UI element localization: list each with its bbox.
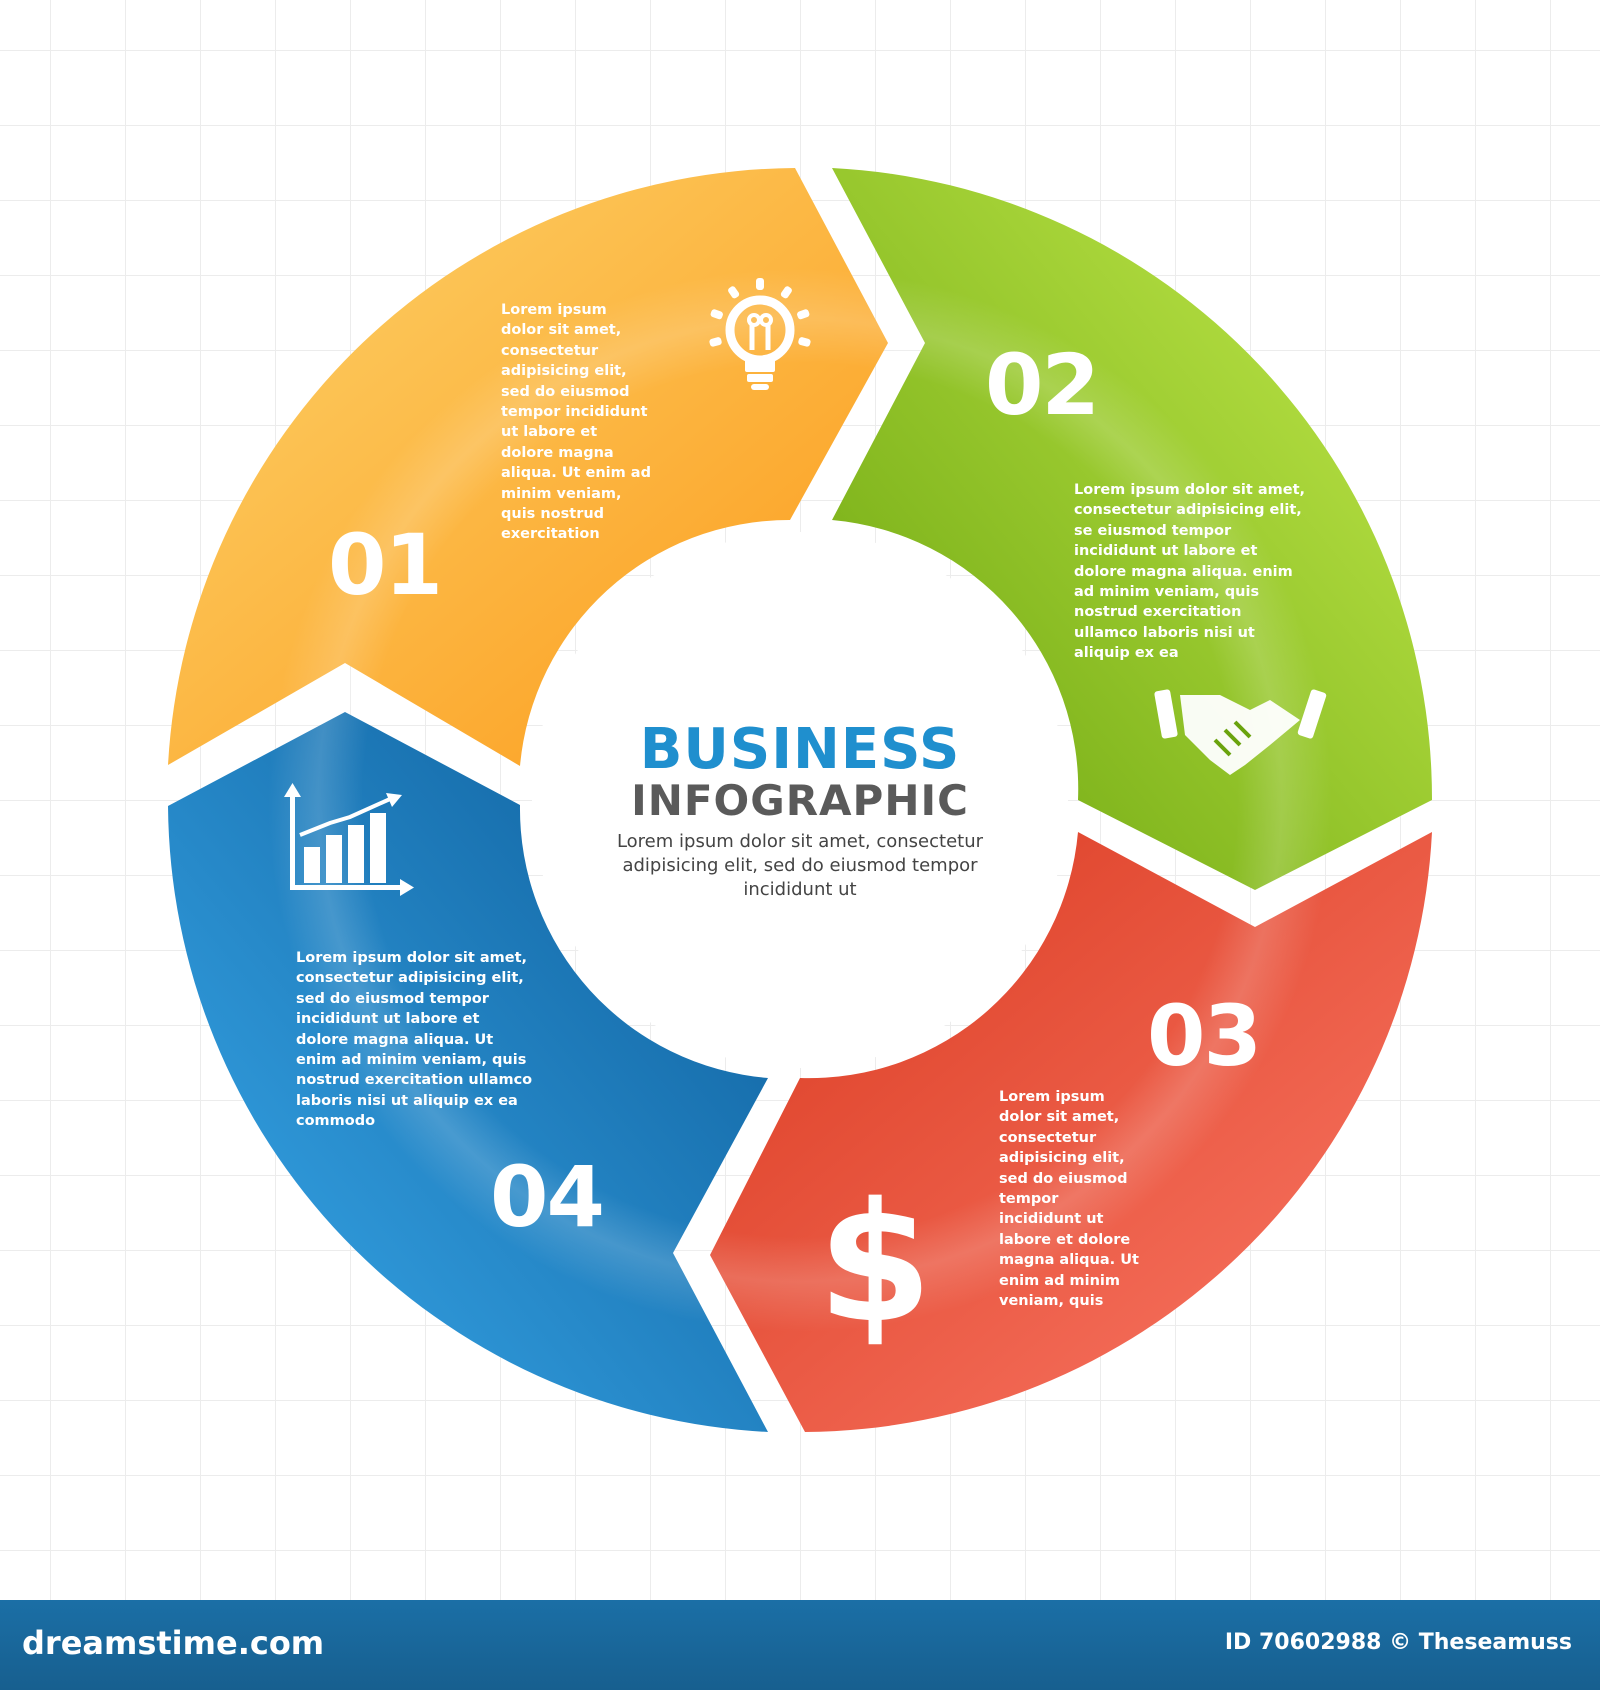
dollar-icon: $ — [818, 1167, 933, 1359]
footer-bar: dreamstime.com ID 70602988 © Theseamuss — [0, 1600, 1600, 1690]
bar-chart-icon — [284, 783, 414, 896]
center-description: Lorem ipsum dolor sit amet, consectetur … — [616, 831, 984, 900]
segment-text-04: Lorem ipsum dolor sit amet, consectetur … — [296, 950, 533, 1130]
segment-text-03: Lorem ipsum dolor sit amet, consectetur … — [999, 1089, 1139, 1310]
footer-credit: ID 70602988 © Theseamuss — [1224, 1630, 1572, 1655]
lightbulb-icon — [709, 278, 811, 390]
segment-number-01: 01 — [328, 516, 443, 614]
handshake-icon — [1154, 689, 1327, 775]
center-title-business: BUSINESS — [639, 717, 961, 782]
footer-brand: dreamstime.com — [22, 1624, 325, 1662]
center-title-infographic: INFOGRAPHIC — [631, 776, 969, 825]
segment-number-04: 04 — [490, 1148, 605, 1246]
segment-text-02: Lorem ipsum dolor sit amet, consectetur … — [1074, 482, 1306, 662]
segment-text-01: Lorem ipsum dolor sit amet, consectetur … — [501, 302, 651, 543]
cycle-diagram: $ — [168, 168, 1433, 1432]
segment-number-03: 03 — [1147, 987, 1262, 1085]
center-circle — [532, 532, 1068, 1068]
segment-number-02: 02 — [985, 336, 1100, 434]
